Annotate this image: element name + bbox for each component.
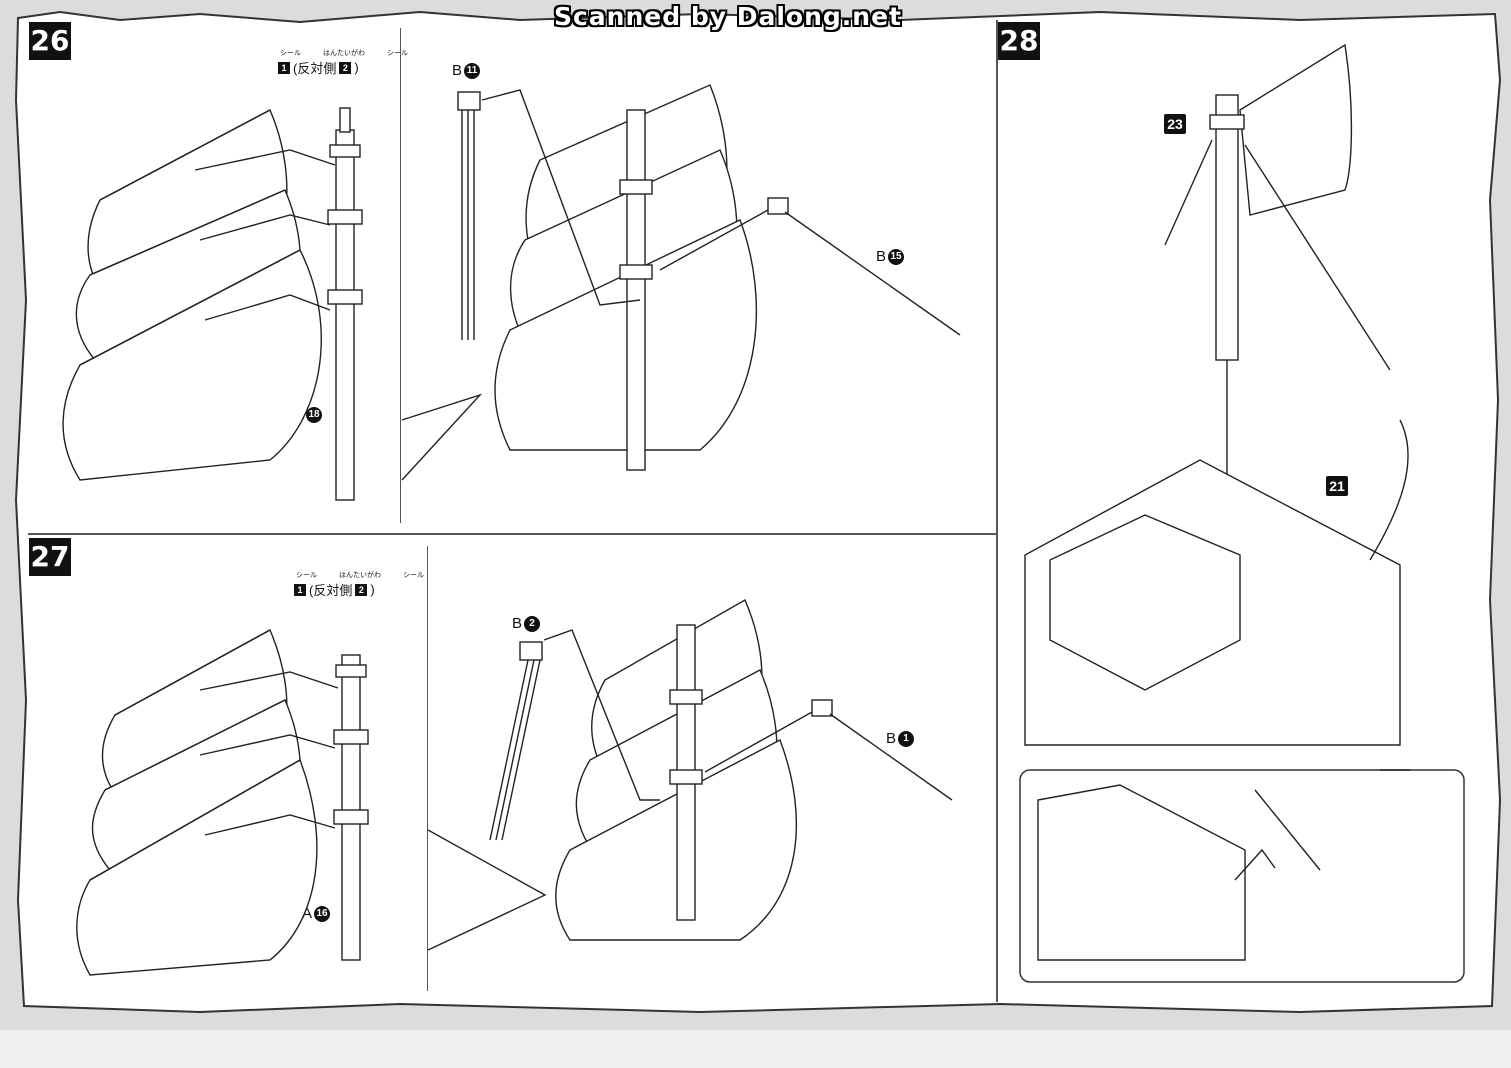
step-badge-28: 28: [998, 22, 1040, 60]
step27-sails-illustration: [76, 629, 318, 976]
step27-rope-b1: [704, 699, 953, 801]
step26-assembled-mast: [494, 84, 758, 471]
part-label-21: 21: [1326, 476, 1348, 496]
step28-mast-with-sail: [1164, 43, 1391, 545]
step-badge-26: 26: [29, 22, 71, 60]
step26-mast-illustration: [194, 107, 363, 501]
page-bottom-margin: [0, 1030, 1511, 1068]
step26-subdivider: [400, 28, 401, 523]
part-label-23: 23: [1164, 114, 1186, 134]
step28-ship-hull: [1024, 419, 1409, 746]
step27-arrow: [427, 829, 547, 951]
step26-arrow: [401, 393, 483, 481]
step27-mast-illustration: [199, 654, 369, 961]
step26-rope-ladder-b11: [457, 89, 641, 340]
step27-assembled-mast: [555, 599, 798, 941]
panel-divider-vertical-main: [996, 20, 998, 1002]
step26-sails-illustration: [62, 109, 322, 481]
step28-detail-inset: [1019, 769, 1465, 983]
step27-rope-ladder-b2: [489, 629, 660, 841]
step26-rope-b15: [659, 197, 961, 336]
step27-subdivider: [427, 546, 428, 991]
step-badge-27: 27: [29, 538, 71, 576]
panel-divider-horizontal-left: [28, 533, 996, 535]
scan-watermark: Scanned by Dalong.net: [553, 2, 902, 31]
